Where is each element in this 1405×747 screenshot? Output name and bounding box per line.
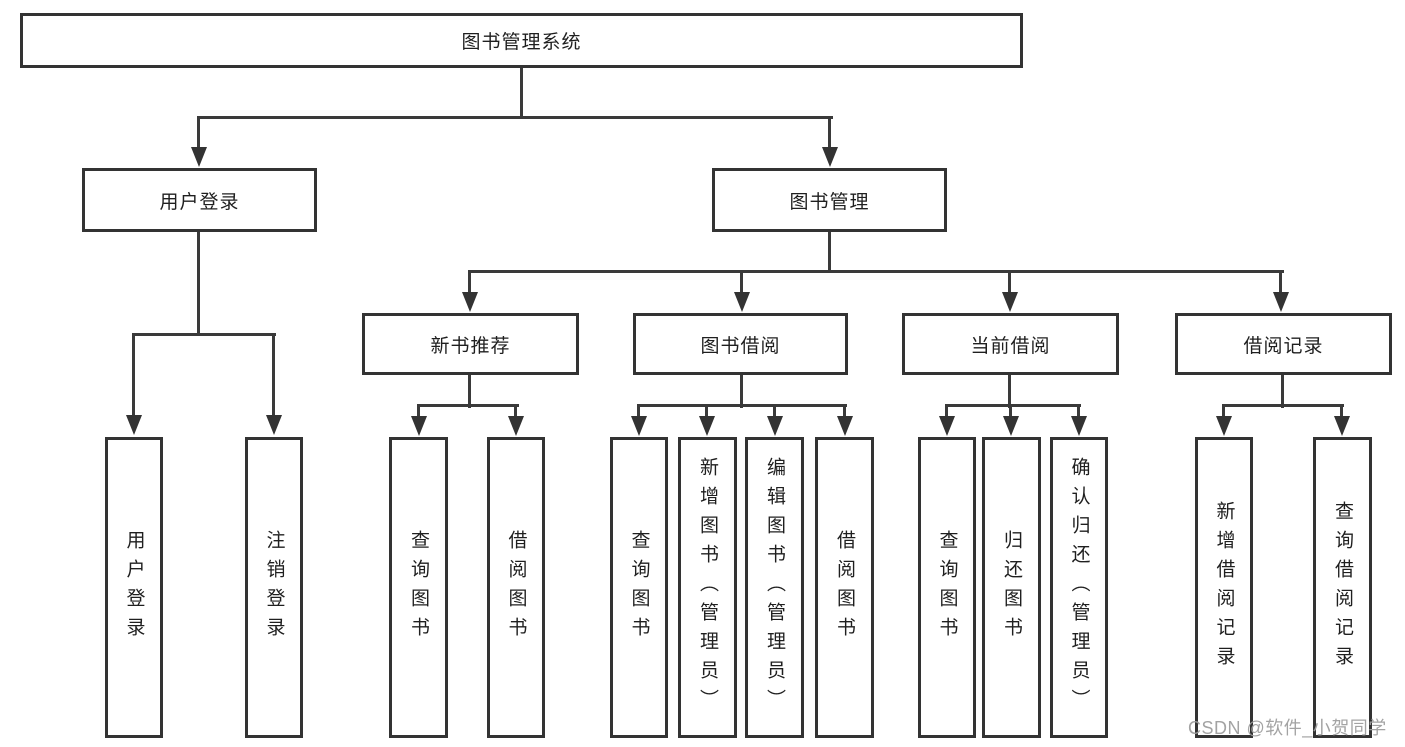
connector-leaf-drop: [417, 404, 420, 419]
arrow-down-icon: [1071, 416, 1087, 436]
arrow-down-icon: [631, 416, 647, 436]
connector-root-stem: [520, 68, 523, 118]
connector-book-mgmt-drop: [828, 116, 831, 150]
connector-leaf-drop: [773, 404, 776, 419]
arrow-down-icon: [1003, 416, 1019, 436]
leaf-query-books-recommend: 查询图书: [389, 437, 448, 738]
connector-current-stem: [1008, 375, 1011, 408]
connector-current-rail: [945, 404, 1081, 407]
connector-leaf-drop: [132, 333, 135, 417]
arrow-down-icon: [822, 147, 838, 167]
leaf-query-books-recommend-label: 查询图书: [408, 529, 429, 646]
leaf-user-login: 用户登录: [105, 437, 163, 738]
leaf-logout: 注销登录: [245, 437, 303, 738]
leaf-add-books-admin: 新增图书（管理员）: [678, 437, 737, 738]
connector-level3-drop: [1279, 270, 1282, 294]
node-book-management: 图书管理: [712, 168, 947, 232]
arrow-down-icon: [462, 292, 478, 312]
connector-leaf-drop: [637, 404, 640, 419]
connector-user-login-drop: [197, 116, 200, 150]
connector-borrowing-stem: [740, 375, 743, 408]
arrow-down-icon: [837, 416, 853, 436]
connector-leaf-drop: [705, 404, 708, 419]
arrow-down-icon: [699, 416, 715, 436]
connector-book-mgmt-stem: [828, 232, 831, 273]
csdn-watermark: CSDN @软件_小贺同学: [1188, 718, 1387, 738]
leaf-logout-label: 注销登录: [263, 529, 285, 646]
arrow-down-icon: [1216, 416, 1232, 436]
node-root-system: 图书管理系统: [20, 13, 1023, 68]
node-book-borrowing: 图书借阅: [633, 313, 848, 375]
connector-level3-drop: [1008, 270, 1011, 294]
leaf-confirm-return-admin: 确认归还（管理员）: [1050, 437, 1108, 738]
connector-leaf-drop: [1009, 404, 1012, 419]
node-current-borrowing-label: 当前借阅: [970, 335, 1051, 357]
connector-leaf-drop: [272, 333, 275, 417]
node-book-borrowing-label: 图书借阅: [700, 335, 781, 357]
arrow-down-icon: [939, 416, 955, 436]
connector-leaf-drop: [1222, 404, 1225, 419]
arrow-down-icon: [126, 415, 142, 435]
connector-leaf-drop: [1340, 404, 1343, 419]
node-book-management-label: 图书管理: [789, 191, 870, 213]
arrow-down-icon: [734, 292, 750, 312]
leaf-query-books-borrowing: 查询图书: [610, 437, 668, 738]
arrow-down-icon: [508, 416, 524, 436]
arrow-down-icon: [411, 416, 427, 436]
arrow-down-icon: [1334, 416, 1350, 436]
leaf-user-login-label: 用户登录: [123, 529, 145, 646]
connector-leaf-drop: [945, 404, 948, 419]
leaf-confirm-return-admin-label: 确认归还（管理员）: [1068, 457, 1090, 718]
connector-user-login-stem: [197, 232, 200, 336]
node-new-book-recommend-label: 新书推荐: [430, 335, 511, 357]
connector-borrowing-rail: [637, 404, 847, 407]
node-borrowing-records: 借阅记录: [1175, 313, 1392, 375]
connector-recommend-rail: [417, 404, 519, 407]
connector-leaf-drop: [843, 404, 846, 419]
leaf-add-borrow-record: 新增借阅记录: [1195, 437, 1253, 738]
connector-leaf-drop: [1077, 404, 1080, 419]
leaf-edit-books-admin: 编辑图书（管理员）: [745, 437, 804, 738]
leaf-query-books-current: 查询图书: [918, 437, 976, 738]
connector-user-login-rail: [132, 333, 276, 336]
arrow-down-icon: [1273, 292, 1289, 312]
arrow-down-icon: [1002, 292, 1018, 312]
arrow-down-icon: [767, 416, 783, 436]
connector-leaf-drop: [514, 404, 517, 419]
arrow-down-icon: [266, 415, 282, 435]
leaf-return-books-label: 归还图书: [1001, 529, 1022, 646]
node-user-login: 用户登录: [82, 168, 317, 232]
leaf-borrow-books-recommend-label: 借阅图书: [505, 529, 527, 646]
leaf-borrow-books-recommend: 借阅图书: [487, 437, 545, 738]
connector-level3-drop: [740, 270, 743, 294]
leaf-query-books-current-label: 查询图书: [936, 529, 958, 646]
connector-records-stem: [1281, 375, 1284, 408]
connector-records-rail: [1222, 404, 1344, 407]
connector-level3-drop: [468, 270, 471, 294]
node-current-borrowing: 当前借阅: [902, 313, 1119, 375]
arrow-down-icon: [191, 147, 207, 167]
connector-level3-rail: [468, 270, 1284, 273]
node-new-book-recommend: 新书推荐: [362, 313, 579, 375]
leaf-query-borrow-record-label: 查询借阅记录: [1332, 500, 1353, 675]
leaf-add-borrow-record-label: 新增借阅记录: [1213, 500, 1235, 675]
leaf-borrow-books-borrowing: 借阅图书: [815, 437, 874, 738]
leaf-borrow-books-borrowing-label: 借阅图书: [834, 529, 855, 646]
connector-recommend-stem: [468, 375, 471, 408]
node-root-label: 图书管理系统: [461, 32, 582, 53]
node-user-login-label: 用户登录: [159, 191, 240, 213]
leaf-query-books-borrowing-label: 查询图书: [628, 529, 650, 646]
leaf-add-books-admin-label: 新增图书（管理员）: [697, 457, 718, 718]
leaf-query-borrow-record: 查询借阅记录: [1313, 437, 1372, 738]
leaf-edit-books-admin-label: 编辑图书（管理员）: [764, 457, 785, 718]
connector-level2-rail: [197, 116, 833, 119]
leaf-return-books: 归还图书: [982, 437, 1041, 738]
node-borrowing-records-label: 借阅记录: [1243, 335, 1324, 357]
